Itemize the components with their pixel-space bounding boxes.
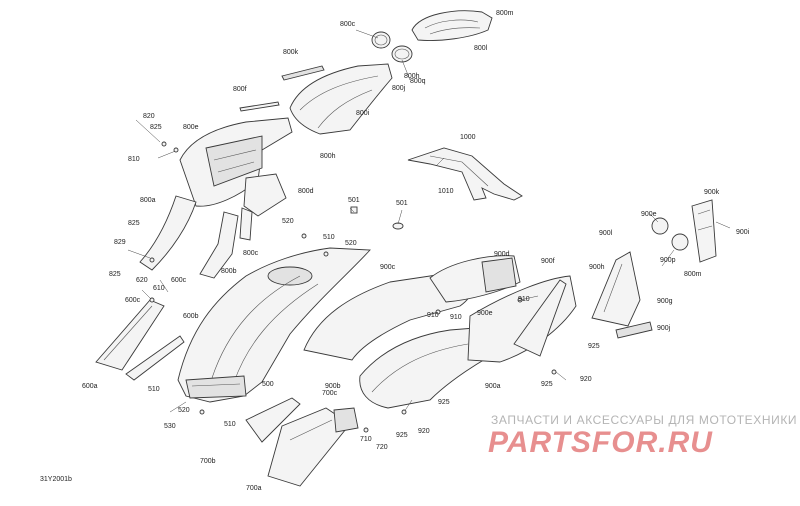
callout-label: 510	[224, 421, 236, 428]
callout-label: 501	[348, 197, 360, 204]
callout-label: 800i	[356, 110, 370, 117]
callout-label: 900p	[660, 257, 676, 264]
callout-label: 825	[150, 124, 162, 131]
trim-strip-part	[239, 101, 280, 112]
lower-panel-part	[245, 397, 359, 487]
callout-label: 620	[136, 277, 148, 284]
callout-label: 900j	[657, 325, 671, 332]
rear-bracket-part	[407, 147, 523, 201]
callout-label: 825	[109, 271, 121, 278]
callout-label: 700b	[200, 458, 216, 465]
callout-label: 910	[518, 296, 530, 303]
callout-label: 1000	[460, 134, 476, 141]
callout-label: 520	[345, 240, 357, 247]
callout-label: 530	[164, 423, 176, 430]
callout-label: 800c	[340, 21, 356, 28]
callout-label: 510	[323, 234, 335, 241]
callout-label: 1010	[438, 188, 454, 195]
callout-label: 520	[178, 407, 190, 414]
fastener-markers	[149, 141, 557, 433]
callout-label: 820	[143, 113, 155, 120]
main-body-panel-part	[177, 247, 371, 403]
callout-label: 900a	[485, 383, 501, 390]
instrument-housing-part	[411, 10, 493, 41]
callout-label: 825	[128, 220, 140, 227]
bracket-clip-part	[239, 207, 253, 241]
callout-label: 700c	[322, 390, 338, 397]
callout-label: 925	[396, 432, 408, 439]
callout-label: 920	[580, 376, 592, 383]
callout-label: 900d	[494, 251, 510, 258]
right-side-panel-part	[591, 251, 641, 327]
callout-label: 600b	[183, 313, 199, 320]
callout-label: 900h	[589, 264, 605, 271]
callout-label: 800m	[684, 271, 702, 278]
callout-label: 900f	[541, 258, 555, 265]
callout-label: 610	[153, 285, 165, 292]
callout-label: 900e	[477, 310, 493, 317]
callout-label: 720	[376, 444, 388, 451]
callout-label: 900i	[736, 229, 750, 236]
callout-label: 925	[438, 399, 450, 406]
callout-label: 800f	[233, 86, 247, 93]
callout-label: 600c	[171, 277, 187, 284]
callout-label: 920	[418, 428, 430, 435]
callout-label: 800k	[283, 49, 299, 56]
callout-label: 800m	[496, 10, 514, 17]
callout-label: 800e	[183, 124, 199, 131]
callout-label: 800j	[392, 85, 406, 92]
callout-label: 910	[450, 314, 462, 321]
callout-label: 925	[588, 343, 600, 350]
callout-label: 520	[282, 218, 294, 225]
callout-label: 829	[114, 239, 126, 246]
callout-label: 800h	[320, 153, 336, 160]
callout-label: 600c	[125, 297, 141, 304]
callout-label: 800q	[410, 78, 426, 85]
callout-label: 800d	[298, 188, 314, 195]
gauge-rings-part	[371, 31, 413, 63]
callout-label: 900k	[704, 189, 720, 196]
left-side-panel-part	[95, 299, 185, 381]
diagram-reference-code: 31Y2001b	[40, 476, 72, 483]
rear-fender-flap-part	[513, 279, 567, 357]
callout-label: 700a	[246, 485, 262, 492]
upper-console-part	[281, 63, 393, 135]
tail-light-housing-part	[651, 199, 717, 263]
callout-label: 800h	[404, 73, 420, 80]
callout-label: 500	[262, 381, 274, 388]
callout-label: 800l	[474, 45, 488, 52]
callout-label: 810	[128, 156, 140, 163]
rear-cover-part	[429, 255, 521, 303]
side-bracket-part	[199, 211, 239, 279]
callout-label: 900e	[641, 211, 657, 218]
emblem-badge-part	[615, 321, 653, 339]
screw-part	[350, 206, 404, 230]
callout-label: 900b	[325, 383, 341, 390]
callout-label: 800a	[140, 197, 156, 204]
front-fascia-part	[179, 117, 293, 217]
callout-label: 925	[541, 381, 553, 388]
callout-label: 900c	[380, 264, 396, 271]
watermark-tagline: ЗАПЧАСТИ И АКСЕССУАРЫ ДЛЯ МОТОТЕХНИКИ	[491, 413, 798, 427]
callout-label: 900g	[657, 298, 673, 305]
watermark-logo-text: PARTSFOR.RU	[488, 426, 713, 458]
callout-label: 910	[427, 312, 439, 319]
callout-label: 710	[360, 436, 372, 443]
callout-label: 600a	[82, 383, 98, 390]
callout-label: 800b	[221, 268, 237, 275]
callout-label: 501	[396, 200, 408, 207]
callout-label: 510	[148, 386, 160, 393]
side-rail-part	[139, 195, 197, 271]
callout-label: 800c	[243, 250, 259, 257]
callout-label: 900l	[599, 230, 613, 237]
watermark-logo: PARTSFOR.RU	[488, 426, 713, 458]
